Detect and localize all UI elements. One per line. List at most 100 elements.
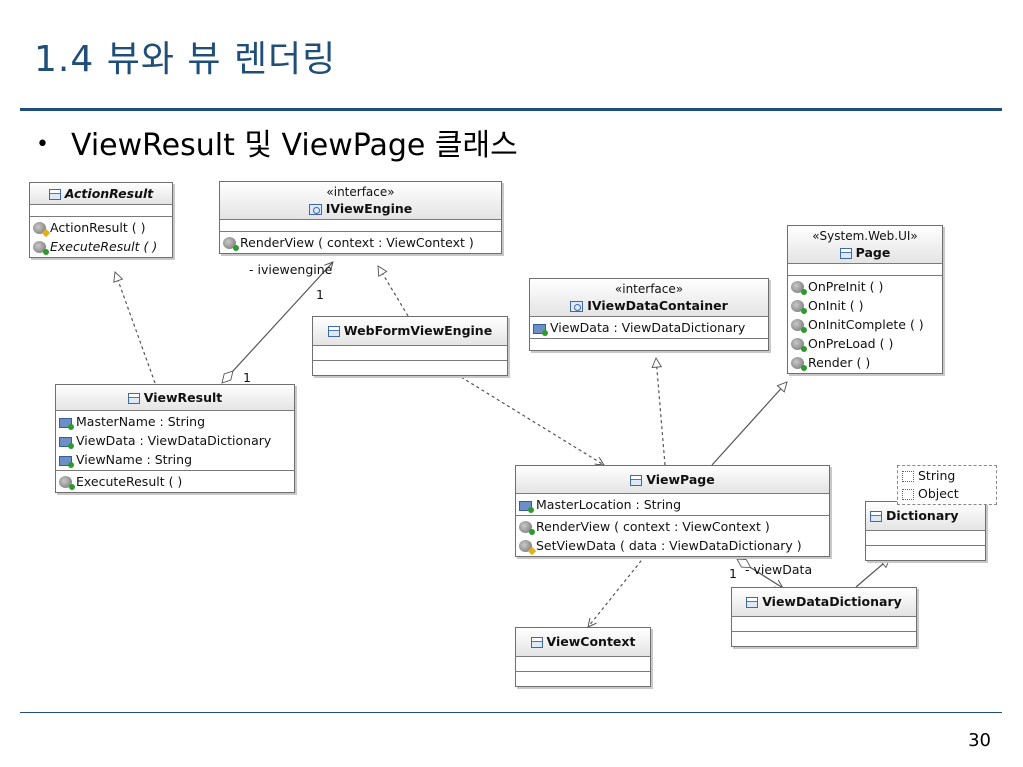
class-icon	[127, 393, 140, 404]
class-header: «System.Web.UI» Page	[788, 226, 942, 264]
bullet-point: • ViewResult 및 ViewPage 클래스	[36, 120, 518, 164]
class-box-webformviewengine[interactable]: WebFormViewEngine	[312, 316, 508, 376]
methods-section: RenderView ( context : ViewContext ) Set…	[516, 516, 829, 556]
class-box-viewcontext[interactable]: ViewContext	[515, 627, 651, 687]
dependency-webform-viewpage	[455, 373, 604, 465]
method-icon	[59, 476, 75, 490]
class-box-viewdatadictionary[interactable]: ViewDataDictionary	[731, 587, 917, 647]
methods-section	[313, 361, 507, 375]
type-parameter-icon	[902, 471, 914, 482]
method-row: OnInit ( )	[791, 296, 939, 315]
class-header: ViewDataDictionary	[732, 588, 916, 617]
attributes-section: ViewData : ViewDataDictionary	[530, 317, 768, 339]
methods-section	[516, 672, 650, 686]
aggregation-viewresult-iviewengine	[222, 262, 333, 383]
method-icon	[791, 281, 807, 295]
field-row: MasterLocation : String	[519, 495, 826, 514]
method-row: RenderView ( context : ViewContext )	[223, 233, 498, 252]
generalization-vdd-dictionary	[855, 558, 890, 588]
methods-section	[732, 632, 916, 646]
field-icon	[519, 501, 534, 513]
stereotype-label: «interface»	[326, 185, 395, 199]
attributes-section	[866, 531, 985, 546]
class-name: Page	[855, 245, 891, 260]
multiplicity-iviewengine-target: 1	[316, 287, 324, 302]
class-box-iviewengine[interactable]: «interface» IViewEngine RenderView ( con…	[219, 181, 502, 254]
association-role-iviewengine: - iviewengine	[249, 262, 333, 277]
realization-viewresult-actionresult	[115, 272, 156, 384]
class-name: ViewPage	[646, 472, 715, 487]
class-name: ActionResult	[64, 186, 154, 201]
method-icon	[33, 241, 49, 255]
attributes-section: MasterName : String ViewData : ViewDataD…	[56, 411, 294, 471]
footer-divider	[20, 712, 1002, 713]
attributes-section	[732, 617, 916, 632]
bullet-dot-icon: •	[36, 132, 49, 157]
method-icon	[791, 338, 807, 352]
attributes-section	[516, 657, 650, 672]
method-icon	[223, 237, 239, 251]
generalization-viewpage-page	[711, 382, 787, 466]
class-box-iviewdatacontainer[interactable]: «interface» IViewDataContainer ViewData …	[529, 278, 769, 351]
slide-title: 1.4 뷰와 뷰 렌더링	[34, 39, 337, 80]
field-icon	[533, 324, 548, 336]
class-box-dictionary[interactable]: Dictionary	[865, 501, 986, 561]
method-icon	[791, 300, 807, 314]
interface-icon	[570, 301, 584, 312]
class-header: «interface» IViewEngine	[220, 182, 501, 220]
protected-method-icon	[519, 540, 532, 552]
multiplicity-viewdata-source: 1	[729, 566, 737, 581]
method-icon	[519, 521, 535, 535]
class-box-actionresult[interactable]: ActionResult ActionResult ( ) ExecuteRes…	[29, 182, 173, 258]
multiplicity-iviewengine-source: 1	[243, 370, 251, 385]
class-icon	[530, 637, 543, 648]
realization-viewpage-iviewdatacontainer	[656, 358, 666, 466]
field-icon	[59, 437, 74, 449]
class-name: ViewContext	[546, 634, 636, 649]
field-row: MasterName : String	[59, 412, 291, 431]
class-name: IViewDataContainer	[587, 298, 728, 313]
interface-icon	[308, 204, 322, 215]
methods-section: OnPreInit ( ) OnInit ( ) OnInitComplete …	[788, 276, 942, 373]
bullet-text: ViewResult 및 ViewPage 클래스	[70, 128, 518, 163]
class-box-viewresult[interactable]: ViewResult MasterName : String ViewData …	[55, 384, 295, 493]
field-row: ViewData : ViewDataDictionary	[533, 318, 765, 337]
association-role-viewdata: - viewData	[745, 562, 813, 577]
class-icon	[630, 475, 643, 486]
methods-section: ActionResult ( ) ExecuteResult ( )	[30, 217, 172, 257]
methods-section: ExecuteResult ( )	[56, 471, 294, 492]
page-number: 30	[968, 730, 991, 751]
aggregation-viewpage-viewdatadictionary	[737, 558, 783, 588]
method-row: SetViewData ( data : ViewDataDictionary …	[519, 536, 826, 555]
method-row: ExecuteResult ( )	[33, 237, 169, 256]
field-row: ViewData : ViewDataDictionary	[59, 431, 291, 450]
dependency-viewpage-viewcontext	[588, 555, 646, 627]
class-box-viewpage[interactable]: ViewPage MasterLocation : String RenderV…	[515, 465, 830, 557]
class-header: ViewPage	[516, 466, 829, 494]
type-param-row: Object	[902, 485, 990, 503]
field-icon	[59, 418, 74, 430]
class-name: IViewEngine	[325, 201, 413, 216]
class-icon	[870, 511, 882, 522]
type-param-row: String	[902, 467, 990, 485]
template-parameters-box: String Object	[897, 465, 997, 505]
class-header: WebFormViewEngine	[313, 317, 507, 346]
stereotype-label: «interface»	[614, 282, 684, 296]
class-icon	[839, 248, 852, 259]
protected-method-icon	[33, 222, 46, 234]
methods-section: RenderView ( context : ViewContext )	[220, 232, 501, 253]
class-icon	[746, 597, 759, 608]
class-header: ActionResult	[30, 183, 172, 205]
method-row: ActionResult ( )	[33, 218, 169, 237]
method-row: OnPreInit ( )	[791, 277, 939, 296]
class-box-page[interactable]: «System.Web.UI» Page OnPreInit ( ) OnIni…	[787, 225, 943, 374]
method-icon	[791, 319, 807, 333]
methods-section	[530, 339, 768, 350]
method-row: ExecuteResult ( )	[59, 472, 291, 491]
class-header: ViewResult	[56, 385, 294, 411]
class-icon	[48, 189, 61, 200]
method-row: RenderView ( context : ViewContext )	[519, 517, 826, 536]
class-icon	[327, 326, 340, 337]
class-name: WebFormViewEngine	[343, 323, 493, 338]
